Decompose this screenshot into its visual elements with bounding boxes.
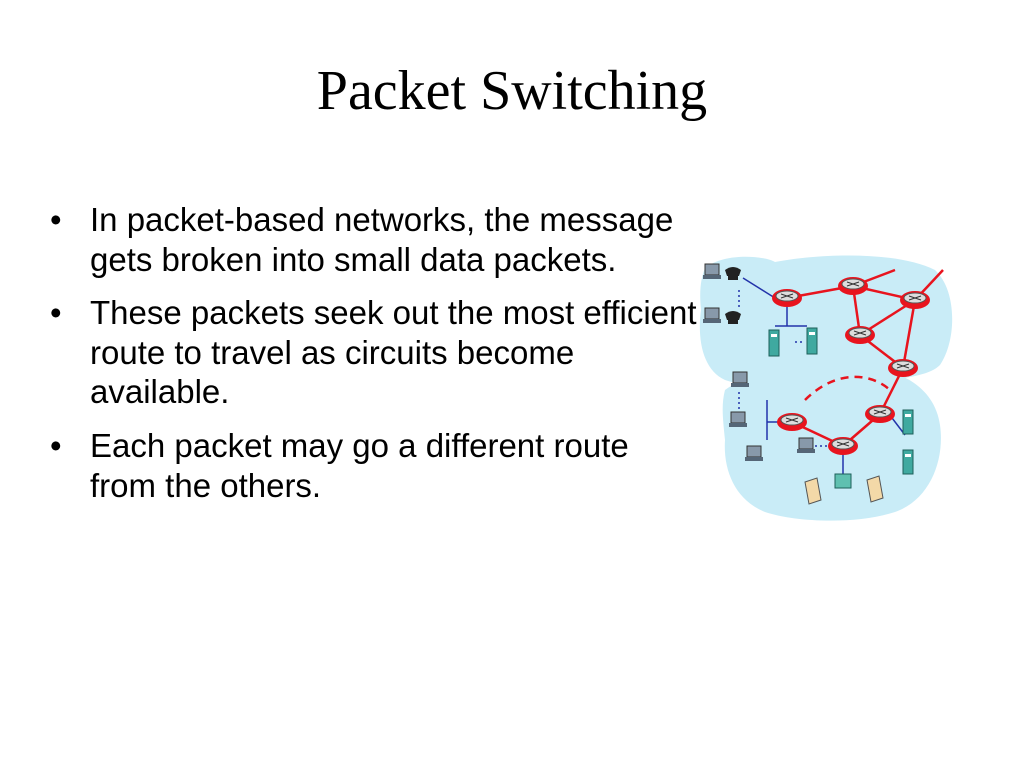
telephone-icon (725, 267, 741, 280)
mobile-device-icon (866, 475, 884, 503)
bullet-text: Each packet may go a different route fro… (90, 426, 629, 504)
computer-icon (731, 371, 749, 387)
network-diagram (699, 255, 953, 521)
server-icon (902, 449, 914, 475)
server-icon (768, 329, 780, 357)
router-icon (777, 413, 807, 431)
bullet-item: • In packet-based networks, the message … (50, 200, 700, 279)
router-icon (838, 277, 868, 295)
dashed-link (804, 375, 891, 401)
telephone-icon (725, 311, 741, 324)
mobile-device-icon (804, 477, 822, 505)
bullet-list: • In packet-based networks, the message … (50, 200, 700, 519)
bullet-text: These packets seek out the most efficien… (90, 294, 697, 411)
router-icon (900, 291, 930, 309)
bullet-icon: • (50, 201, 62, 238)
bullet-item: • These packets seek out the most effici… (50, 293, 700, 412)
slide-title: Packet Switching (316, 60, 708, 122)
server-icon (806, 327, 818, 355)
router-icon (845, 326, 875, 344)
bullet-icon: • (50, 294, 62, 332)
computer-icon (729, 411, 747, 427)
bullet-item: • Each packet may go a different route f… (50, 426, 700, 505)
base-station-icon (834, 473, 852, 489)
bullet-text: In packet-based networks, the message ge… (90, 201, 674, 278)
router-icon (865, 405, 895, 423)
computer-icon (703, 307, 721, 323)
lan-link (742, 277, 776, 299)
router-icon (888, 359, 918, 377)
computer-icon (703, 263, 721, 279)
computer-icon (745, 445, 763, 461)
link-line (901, 299, 917, 369)
server-icon (902, 409, 914, 435)
router-icon (772, 289, 802, 307)
computer-icon (797, 437, 815, 453)
bullet-icon: • (50, 426, 62, 464)
router-icon (828, 437, 858, 455)
